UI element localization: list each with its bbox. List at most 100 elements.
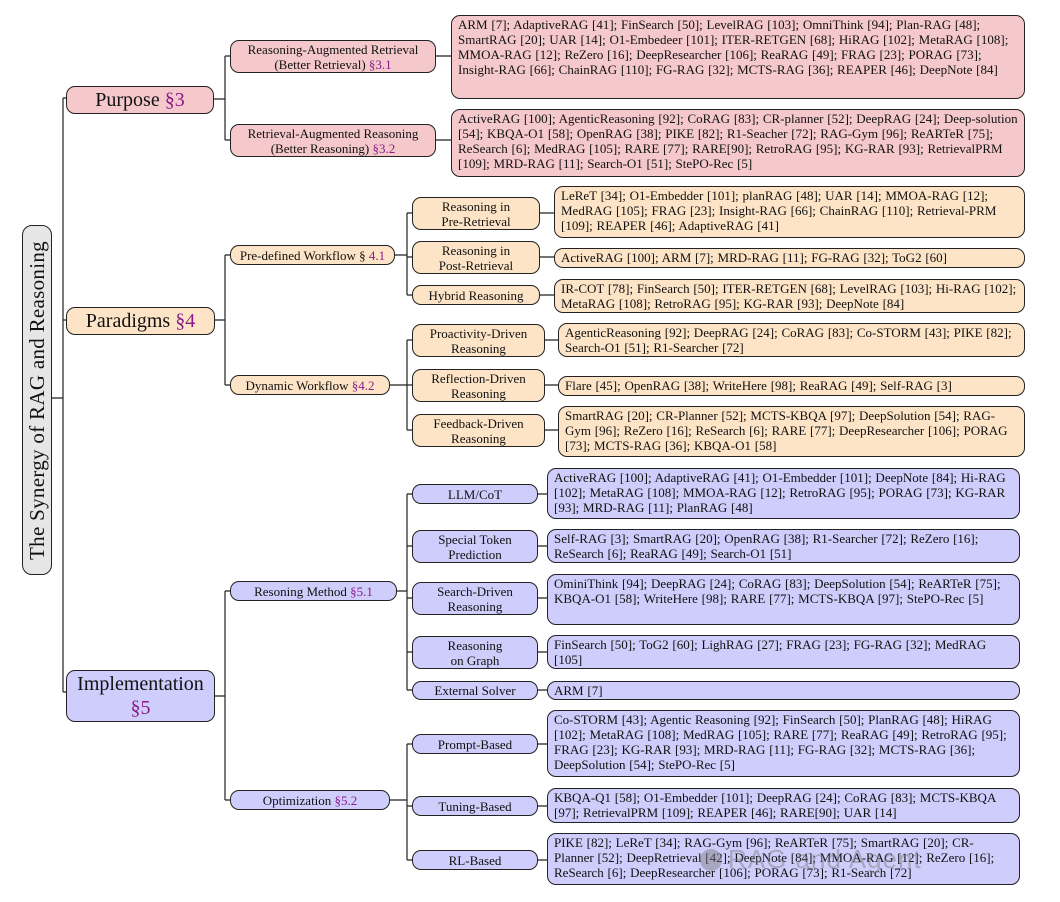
optimization-node: Optimization §5.2 (230, 790, 390, 810)
node-label: RL-Based (448, 852, 502, 868)
node-label: Hybrid Reasoning (428, 287, 524, 303)
node-line: Reasoning (447, 598, 503, 614)
node-line: Reasoning (451, 385, 506, 401)
external-solver-node: External Solver (412, 681, 538, 700)
leaf-text: ARM [7] (554, 683, 603, 698)
node-line: Search-Driven (437, 583, 513, 599)
node-line: Reasoning in (441, 242, 511, 258)
node-label: Prompt-Based (437, 736, 513, 752)
node-line: Reasoning (451, 430, 506, 446)
llm-cot-node: LLM/CoT (412, 484, 538, 504)
leaf-text: ActiveRAG [100]; AgenticReasoning [92]; … (458, 111, 1018, 171)
node-label: Resoning Method (254, 583, 347, 599)
rl-based-node: RL-Based (412, 850, 538, 870)
leaf-text: OminiThink [94]; DeepRAG [24]; CoRAG [83… (554, 576, 1001, 606)
dynamic-workflow-node: Dynamic Workflow §4.2 (230, 375, 390, 395)
purpose-label: Purpose (95, 89, 160, 111)
paradigms-node: Paradigms §4 (66, 307, 215, 335)
leaf-tuning-based: KBQA-Q1 [58]; O1-Embedder [101]; DeepRAG… (547, 788, 1020, 823)
node-line: Reasoning (447, 637, 503, 653)
leaf-text: ARM [7]; AdaptiveRAG [41]; FinSearch [50… (458, 17, 1009, 77)
section-ref: §3.2 (372, 140, 396, 156)
root-label: The Synergy of RAG and Reasoning (24, 240, 49, 560)
leaf-feedback-driven: SmartRAG [20]; CR-Planner [52]; MCTS-KBQ… (558, 406, 1025, 457)
leaf-special-token: Self-RAG [3]; SmartRAG [20]; OpenRAG [38… (547, 529, 1020, 563)
implementation-label: Implementation (77, 673, 204, 695)
node-line: Special Token (438, 531, 512, 547)
node-line: Reasoning (451, 340, 506, 356)
leaf-text: Self-RAG [3]; SmartRAG [20]; OpenRAG [38… (554, 531, 979, 561)
node-label: Optimization (262, 792, 332, 808)
leaf-rl-based: PIKE [82]; LeReT [34]; RAG-Gym [96]; ReA… (547, 833, 1020, 885)
watermark-logo-icon (700, 849, 722, 871)
purpose-node: Purpose §3 (66, 86, 214, 114)
section-ref: §5.2 (334, 792, 358, 808)
section-ref: §3.1 (368, 56, 392, 72)
node-line: on Graph (450, 652, 500, 668)
node-line: Reasoning-Augmented Retrieval (247, 41, 419, 57)
purpose-section-ref: §3 (164, 89, 185, 111)
node-line: Prediction (448, 546, 502, 562)
leaf-proactivity-driven: AgenticReasoning [92]; DeepRAG [24]; CoR… (558, 323, 1025, 357)
node-line: Pre-Retrieval (441, 213, 511, 229)
leaf-retrieval-augmented-reasoning: ActiveRAG [100]; AgenticReasoning [92]; … (451, 109, 1025, 177)
leaf-post-retrieval: ActiveRAG [100]; ARM [7]; MRD-RAG [11]; … (554, 248, 1025, 268)
leaf-text: PIKE [82]; LeReT [34]; RAG-Gym [96]; ReA… (554, 835, 995, 880)
node-label: Dynamic Workflow (245, 377, 349, 393)
node-line: (Better Reasoning) (270, 140, 370, 156)
leaf-text: ActiveRAG [100]; ARM [7]; MRD-RAG [11]; … (561, 250, 947, 265)
leaf-llm-cot: ActiveRAG [100]; AdaptiveRAG [41]; O1-Em… (547, 468, 1020, 519)
leaf-external-solver: ARM [7] (547, 681, 1020, 700)
reasoning-method-node: Resoning Method §5.1 (230, 581, 397, 601)
tuning-based-node: Tuning-Based (412, 796, 538, 816)
leaf-text: FinSearch [50]; ToG2 [60]; LighRAG [27];… (554, 637, 987, 667)
leaf-reasoning-on-graph: FinSearch [50]; ToG2 [60]; LighRAG [27];… (547, 635, 1020, 669)
node-line: Post-Retrieval (438, 257, 514, 273)
node-label: Pre-defined Workflow § (239, 247, 366, 263)
leaf-text: IR-COT [78]; FinSearch [50]; ITER-RETGEN… (561, 281, 1017, 311)
leaf-text: LeReT [34]; O1-Embedder [101]; planRAG [… (561, 188, 997, 233)
watermark: RAG and Agent (700, 844, 922, 875)
leaf-pre-retrieval: LeReT [34]; O1-Embedder [101]; planRAG [… (554, 186, 1025, 238)
predefined-workflow-node: Pre-defined Workflow § 4.1 (230, 245, 395, 265)
leaf-hybrid-reasoning: IR-COT [78]; FinSearch [50]; ITER-RETGEN… (554, 279, 1025, 313)
leaf-reasoning-augmented-retrieval: ARM [7]; AdaptiveRAG [41]; FinSearch [50… (451, 15, 1025, 99)
reasoning-augmented-retrieval-node: Reasoning-Augmented Retrieval (Better Re… (230, 40, 436, 73)
implementation-section-ref: §5 (130, 697, 151, 719)
node-line: Retrieval-Augmented Reasoning (247, 125, 419, 141)
leaf-text: AgenticReasoning [92]; DeepRAG [24]; CoR… (565, 325, 1012, 355)
root-node: The Synergy of RAG and Reasoning (22, 225, 52, 575)
node-line: Feedback-Driven (433, 415, 524, 431)
leaf-text: KBQA-Q1 [58]; O1-Embedder [101]; DeepRAG… (554, 790, 996, 820)
section-ref: 4.1 (368, 247, 386, 263)
node-label: Tuning-Based (438, 798, 512, 814)
node-line: (Better Retrieval) (274, 56, 366, 72)
node-line: Reasoning in (441, 198, 511, 214)
node-label: LLM/CoT (447, 486, 503, 502)
retrieval-augmented-reasoning-node: Retrieval-Augmented Reasoning (Better Re… (230, 124, 436, 157)
node-line: Reflection-Driven (431, 370, 526, 386)
leaf-text: ActiveRAG [100]; AdaptiveRAG [41]; O1-Em… (554, 470, 1006, 515)
leaf-reflection-driven: Flare [45]; OpenRAG [38]; WriteHere [98]… (558, 376, 1025, 396)
hybrid-reasoning-node: Hybrid Reasoning (412, 285, 540, 305)
paradigms-section-ref: §4 (175, 310, 196, 332)
leaf-text: Co-STORM [43]; Agentic Reasoning [92]; F… (554, 712, 1007, 772)
prompt-based-node: Prompt-Based (412, 734, 538, 754)
implementation-node: Implementation §5 (66, 670, 215, 722)
leaf-text: SmartRAG [20]; CR-Planner [52]; MCTS-KBQ… (565, 408, 1008, 453)
watermark-text: RAG and Agent (728, 844, 922, 874)
node-label: External Solver (434, 683, 516, 698)
paradigms-label: Paradigms (85, 310, 171, 332)
section-ref: §4.2 (351, 377, 375, 393)
section-ref: §5.1 (350, 583, 373, 599)
node-line: Proactivity-Driven (429, 325, 528, 341)
